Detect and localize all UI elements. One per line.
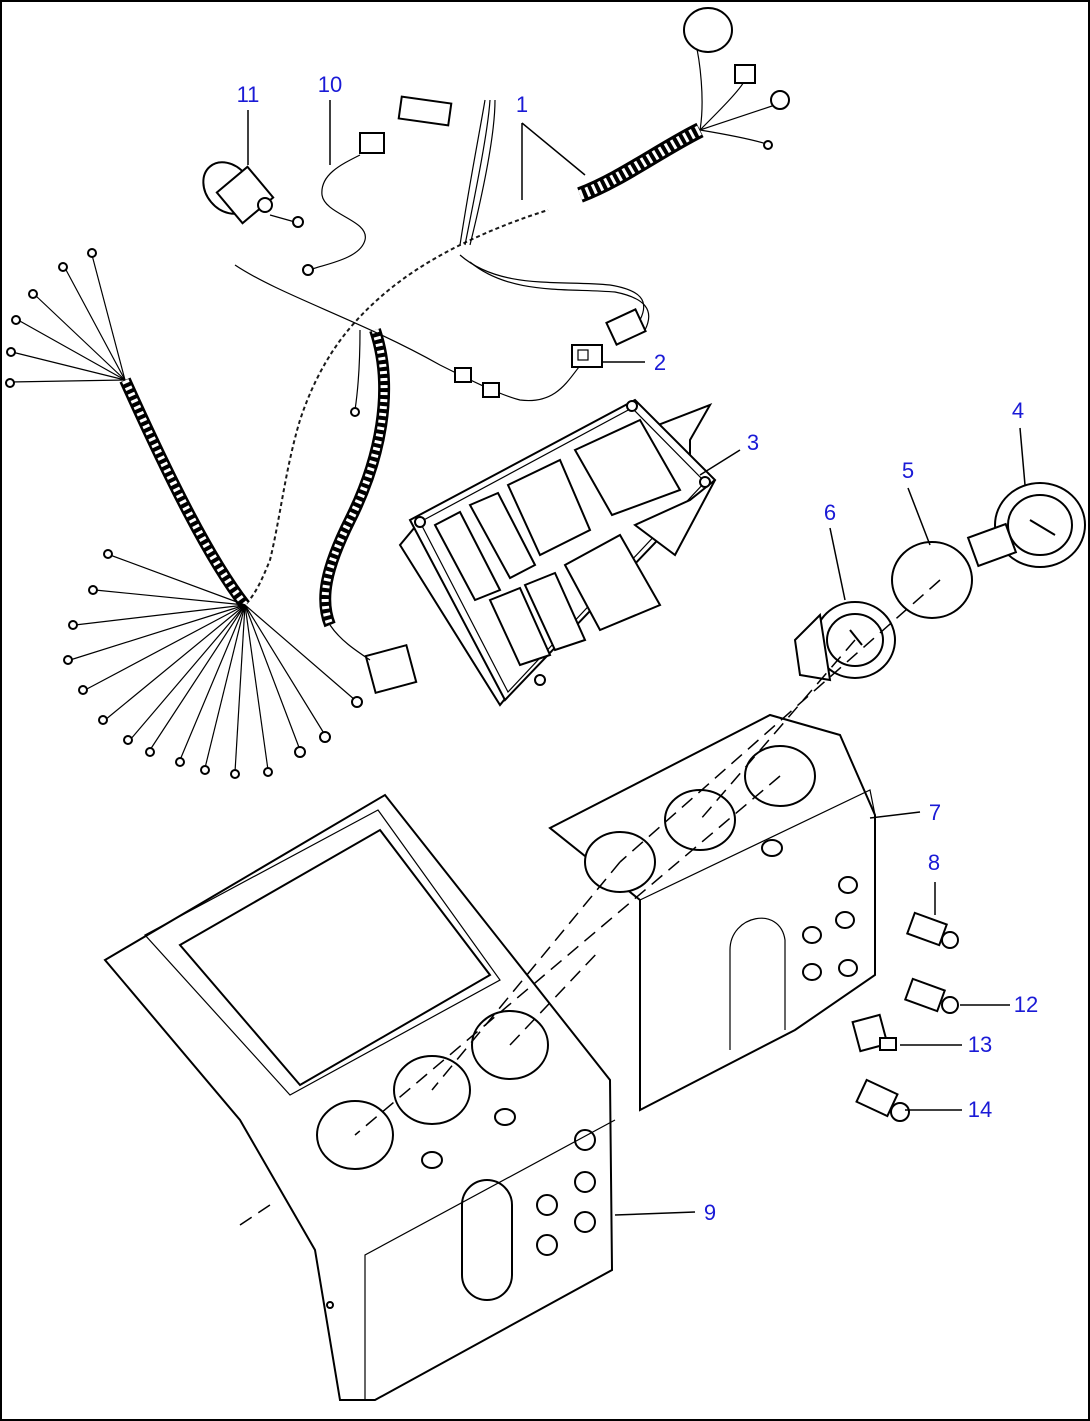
callout-10: 10 bbox=[318, 72, 342, 97]
callout-6: 6 bbox=[824, 500, 836, 525]
callout-labels: 1 2 3 4 5 6 7 8 9 10 11 12 13 14 bbox=[237, 72, 1039, 1225]
lens-part-5 bbox=[891, 541, 973, 619]
monitor-panel-part-3 bbox=[398, 398, 717, 707]
callout-5: 5 bbox=[902, 458, 914, 483]
connector-part-2 bbox=[571, 344, 603, 368]
callout-8: 8 bbox=[928, 850, 940, 875]
callout-7: 7 bbox=[929, 800, 941, 825]
callout-13: 13 bbox=[968, 1032, 992, 1057]
key-switch-part-11 bbox=[202, 161, 304, 228]
callout-1: 1 bbox=[516, 92, 528, 117]
toggle-switch-part-13 bbox=[851, 1013, 897, 1053]
assembly-lines bbox=[354, 579, 941, 1136]
leader-lines bbox=[247, 100, 1026, 1216]
callout-4: 4 bbox=[1012, 398, 1024, 423]
instrument-panel-part-7 bbox=[548, 713, 876, 1112]
callout-11: 11 bbox=[237, 82, 260, 107]
callout-2: 2 bbox=[654, 350, 666, 375]
switch-part-8 bbox=[905, 911, 959, 949]
switch-part-14 bbox=[855, 1078, 910, 1122]
wiring-harness bbox=[5, 7, 790, 779]
callout-12: 12 bbox=[1014, 992, 1038, 1017]
gauge-part-6 bbox=[793, 601, 896, 682]
callout-9: 9 bbox=[704, 1200, 716, 1225]
gauge-part-4 bbox=[966, 482, 1086, 568]
callout-14: 14 bbox=[968, 1097, 992, 1122]
callout-3: 3 bbox=[747, 430, 759, 455]
console-frame-part-9 bbox=[103, 793, 616, 1401]
switch-part-12 bbox=[903, 977, 959, 1014]
wire-part-10 bbox=[302, 132, 385, 276]
